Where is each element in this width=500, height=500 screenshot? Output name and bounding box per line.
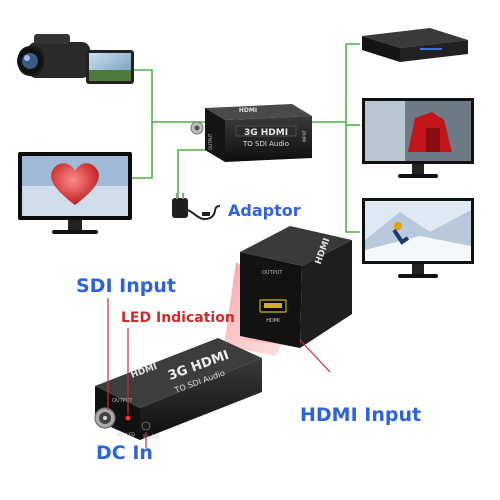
tv-line bbox=[132, 122, 153, 179]
top-brand: HDMI bbox=[239, 107, 257, 114]
bottom-port-sdi: SDI bbox=[116, 432, 124, 438]
top-port-output: OUTPUT bbox=[208, 133, 213, 150]
converter-box-top: 3G HDMI TO SDI Audio HDMI OUTPUT INPUT bbox=[190, 104, 312, 162]
hdmi-detail-box: HDMI OUTPUT HDMI bbox=[240, 226, 352, 348]
sdi-input-label: SDI Input bbox=[76, 275, 176, 297]
power-adaptor-icon bbox=[172, 193, 221, 220]
led-indication-label: LED Indication bbox=[121, 310, 235, 326]
bottom-port-output: OUTPUT bbox=[112, 398, 133, 404]
monitor-skier-icon bbox=[362, 198, 474, 278]
pointer-lines bbox=[107, 298, 331, 448]
camcorder-icon bbox=[17, 34, 134, 84]
detail-port-output: OUTPUT bbox=[262, 270, 283, 276]
monitor-chair-icon bbox=[362, 98, 474, 178]
adaptor-label: Adaptor bbox=[228, 201, 301, 220]
dc-in-label: DC In bbox=[96, 442, 153, 464]
bottom-port-led: LED bbox=[126, 432, 135, 438]
output-line bbox=[312, 43, 360, 123]
adaptor-line bbox=[177, 149, 208, 200]
converter-box-bottom: HDMI 3G HDMI TO SDI Audio OUTPUT SDI LED… bbox=[94, 338, 262, 440]
hdmi-input-label: HDMI Input bbox=[300, 404, 422, 426]
hdmi-pointer bbox=[299, 339, 331, 373]
bottom-port-power: 5V~12V bbox=[143, 434, 160, 439]
monitor-line-2 bbox=[345, 122, 360, 233]
camcorder-line bbox=[132, 69, 205, 123]
detail-port-hdmi: HDMI bbox=[266, 318, 279, 324]
top-port-input: INPUT bbox=[302, 129, 307, 142]
top-model-line2: TO SDI Audio bbox=[242, 140, 289, 148]
tv-heart-icon bbox=[18, 152, 132, 234]
top-model-line1: 3G HDMI bbox=[244, 128, 288, 138]
blu-ray-player-icon bbox=[362, 28, 468, 62]
connection-lines bbox=[132, 43, 360, 233]
